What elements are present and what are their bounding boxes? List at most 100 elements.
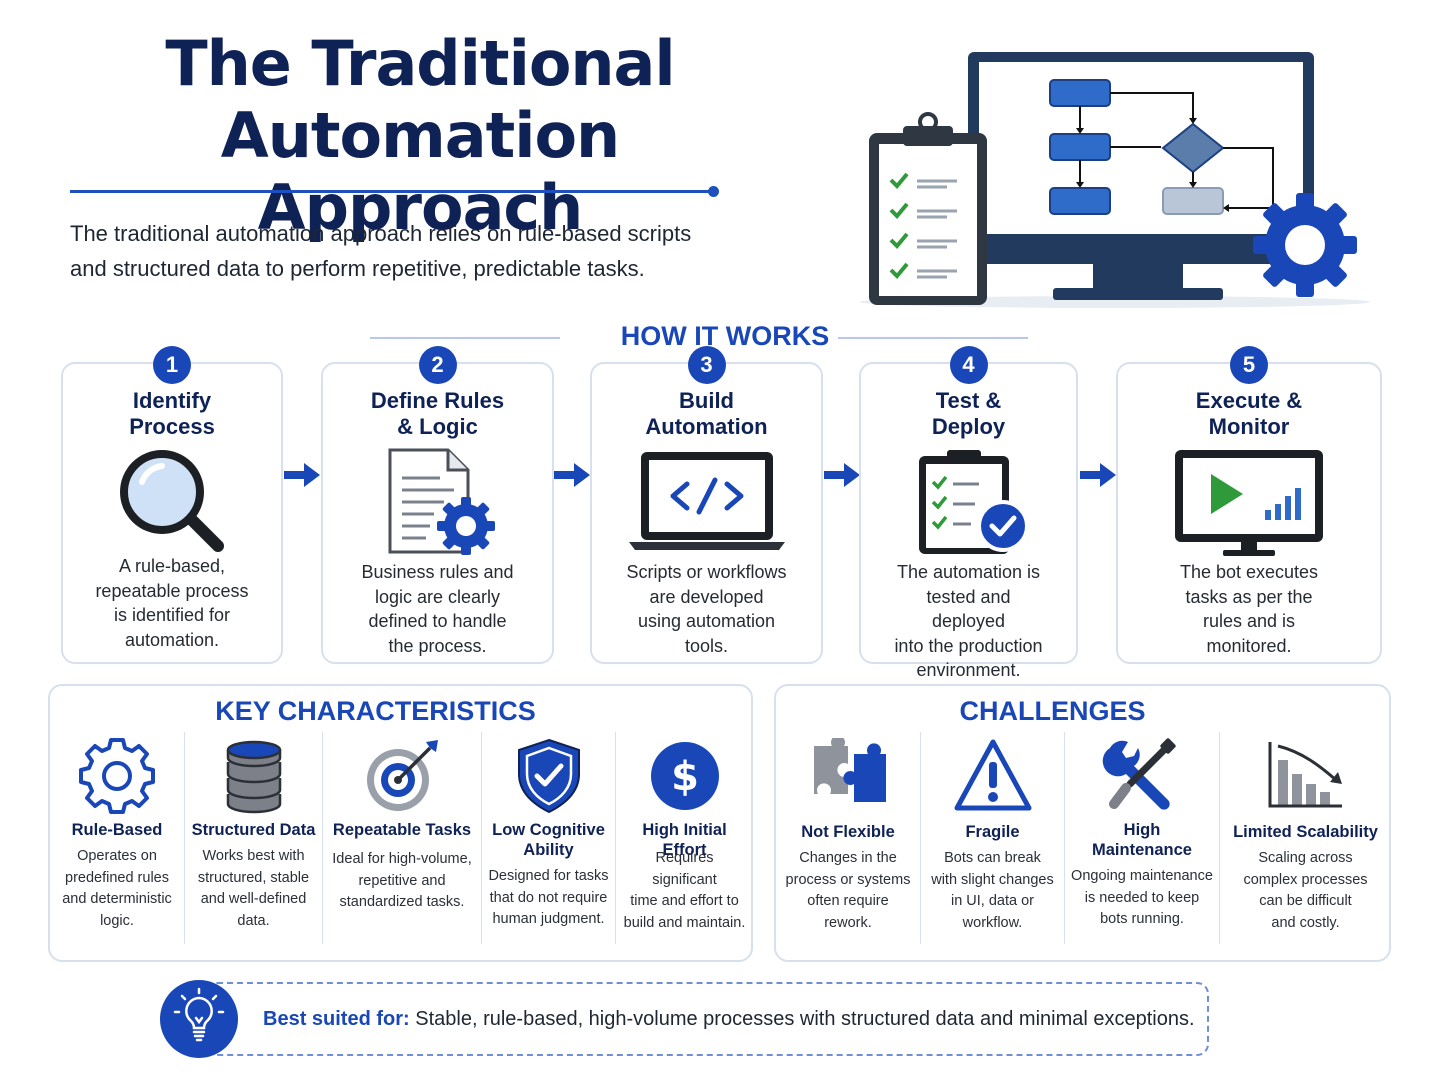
- challenge-description: Changes in the process or systems often …: [776, 848, 920, 934]
- desc-line: environment.: [916, 660, 1021, 680]
- step-card-test-deploy: 4 Test & Deploy The automation is tested…: [859, 346, 1078, 680]
- database-icon: [226, 740, 281, 814]
- desc-line: is identified for: [113, 605, 231, 625]
- title-line: Fragile: [965, 823, 1020, 841]
- arrow-right-icon: [1080, 463, 1116, 487]
- desc-line: automation.: [124, 629, 220, 650]
- challenges-panel: CHALLENGES Not Flexible Changes in the p…: [774, 684, 1391, 962]
- column-divider: [1064, 732, 1065, 944]
- title-line: High Initial Effort: [642, 821, 727, 859]
- desc-line: and costly.: [1271, 914, 1340, 931]
- desc-line: Ongoing maintenance: [1071, 868, 1213, 884]
- desc-line: bots running.: [1100, 911, 1184, 927]
- title-line-1: The Traditional: [165, 27, 675, 100]
- best-suited-label: Best suited for:: [263, 1008, 410, 1030]
- step-number: 3: [687, 346, 726, 384]
- desc-line: Operates on: [77, 848, 157, 864]
- characteristic-title: Structured Data: [185, 820, 322, 840]
- step-number: 1: [153, 346, 191, 384]
- title-line: Ability: [523, 841, 574, 859]
- characteristic-title: Low Cognitive Ability: [482, 820, 615, 860]
- step-description: Business rules and logic are clearly def…: [323, 560, 552, 658]
- monitor-icon: [968, 52, 1314, 300]
- puzzle-icon: [814, 738, 886, 802]
- challenge-fragile: Fragile Bots can break with slight chang…: [921, 732, 1064, 944]
- arrow-right-icon: [554, 463, 590, 487]
- step-description: A rule-based, repeatable process is iden…: [63, 554, 281, 652]
- step-title: Execute & Monitor: [1118, 388, 1380, 440]
- column-divider: [920, 732, 921, 944]
- section-divider-left: [370, 337, 560, 339]
- challenge-title: Limited Scalability: [1220, 822, 1391, 842]
- monitor-play-icon: [1175, 450, 1323, 556]
- step-description: The automation is tested and deployed in…: [861, 560, 1076, 683]
- desc-line: and well-defined: [200, 891, 307, 907]
- desc-line: data.: [237, 912, 270, 929]
- characteristic-description: Ideal for high-volume, repetitive and st…: [323, 849, 481, 914]
- desc-line: The bot executes: [1179, 562, 1319, 582]
- step-number: 2: [418, 346, 457, 384]
- desc-line: rework.: [824, 914, 872, 931]
- desc-line: Designed for tasks: [488, 868, 609, 884]
- shield-check-icon: [517, 738, 580, 814]
- desc-line: standardized tasks.: [339, 894, 465, 910]
- characteristic-title: Rule-Based: [50, 820, 184, 840]
- title-line: Low Cognitive: [492, 821, 605, 839]
- desc-line: often require: [807, 893, 889, 909]
- challenge-title: Not Flexible: [776, 822, 920, 842]
- characteristic-title: High Initial Effort: [616, 820, 753, 860]
- intro-line-2: and structured data to perform repetitiv…: [70, 256, 645, 281]
- characteristic-rule-based: Rule-Based Operates on predefined rules …: [50, 732, 184, 944]
- desc-line: the process.: [388, 635, 487, 656]
- step-title: Build Automation: [592, 388, 821, 440]
- step-title: Define Rules & Logic: [323, 388, 552, 440]
- column-divider: [481, 732, 482, 944]
- step-title-line: Monitor: [1208, 414, 1290, 439]
- characteristic-low-cognitive-ability: Low Cognitive Ability Designed for tasks…: [482, 732, 615, 944]
- title-underline-dot: [708, 186, 719, 197]
- lightbulb-icon: [160, 980, 238, 1058]
- desc-line: are developed: [649, 586, 764, 607]
- desc-line: predefined rules: [65, 869, 169, 886]
- challenges-title: CHALLENGES: [959, 696, 1146, 726]
- challenge-high-maintenance: High Maintenance Ongoing maintenance is …: [1065, 732, 1219, 944]
- document-gear-icon: [388, 448, 495, 555]
- step-number: 4: [949, 346, 988, 384]
- challenge-not-flexible: Not Flexible Changes in the process or s…: [776, 732, 920, 944]
- desc-line: human judgment.: [492, 911, 605, 927]
- desc-line: that do not require: [489, 889, 608, 906]
- desc-line: is needed to keep: [1084, 889, 1200, 906]
- characteristic-structured-data: Structured Data Works best with structur…: [185, 732, 322, 944]
- desc-line: using automation: [637, 611, 776, 631]
- desc-line: tasks as per the: [1185, 586, 1313, 607]
- desc-line: with slight changes: [931, 871, 1054, 888]
- challenge-limited-scalability: Limited Scalability Scaling across compl…: [1220, 732, 1391, 944]
- title-line: Maintenance: [1092, 841, 1192, 859]
- step-title-line: & Logic: [397, 414, 478, 439]
- desc-line: time and effort to: [630, 893, 739, 909]
- step-description: Scripts or workflows are developed using…: [592, 560, 821, 658]
- desc-line: rules and is: [1202, 611, 1296, 631]
- step-title-line: Process: [129, 414, 215, 439]
- step-number: 5: [1230, 346, 1268, 384]
- desc-line: Scaling across: [1258, 850, 1353, 866]
- gear-icon: [79, 738, 155, 814]
- step-title-line: Automation: [645, 414, 768, 439]
- section-divider-right: [838, 337, 1028, 339]
- step-title-line: Identify: [132, 388, 212, 413]
- desc-line: build and maintain.: [623, 914, 746, 931]
- how-it-works-title: HOW IT WORKS: [620, 321, 830, 351]
- desc-line: process or systems: [785, 871, 911, 888]
- gear-icon: [1253, 193, 1357, 297]
- desc-line: repetitive and: [358, 872, 446, 889]
- key-characteristics-panel: KEY CHARACTERISTICS Rule-Based Operates …: [48, 684, 753, 962]
- dollar-icon: $: [650, 742, 719, 810]
- magnifier-icon: [120, 450, 224, 552]
- target-icon: [367, 740, 438, 811]
- arrow-right-icon: [824, 463, 860, 487]
- step-title: Identify Process: [63, 388, 281, 440]
- characteristic-description: Works best with structured, stable and w…: [185, 846, 322, 932]
- desc-line: tools.: [684, 635, 729, 656]
- title-line: High: [1123, 821, 1161, 839]
- column-divider: [1219, 732, 1220, 944]
